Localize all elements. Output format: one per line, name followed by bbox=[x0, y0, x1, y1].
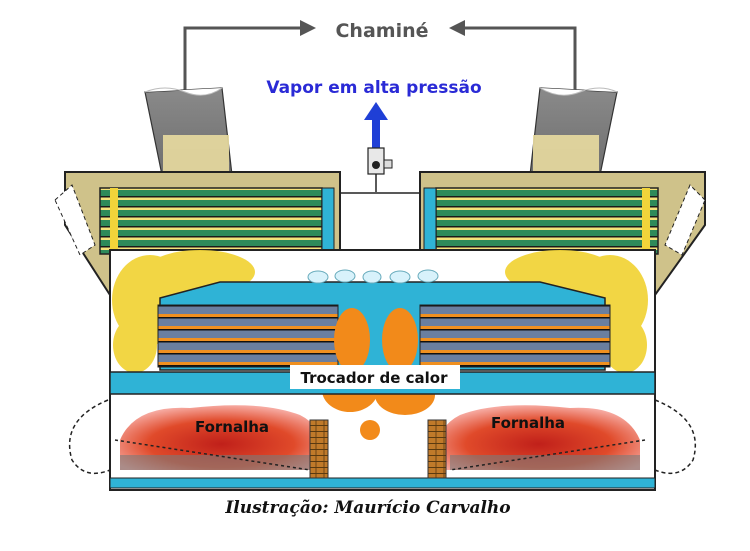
heat-exchanger-label: Trocador de calor bbox=[301, 369, 449, 387]
furnace-door-left bbox=[68, 399, 111, 475]
furnace-right bbox=[437, 405, 646, 471]
chimney-label: Chaminé bbox=[335, 20, 428, 42]
heat-exchanger-left bbox=[157, 304, 339, 368]
furnace-left bbox=[114, 405, 323, 471]
chimney-flow bbox=[183, 20, 577, 92]
up-arrow-icon bbox=[364, 102, 388, 148]
steam-label: Vapor em alta pressão bbox=[266, 78, 481, 98]
furnace-right-label: Fornalha bbox=[491, 414, 565, 432]
arrow-right-icon bbox=[183, 26, 300, 92]
heat-exchanger-right bbox=[419, 304, 611, 368]
illustration-credit: Ilustração: Maurício Carvalho bbox=[224, 498, 510, 518]
chimney-duct-left bbox=[144, 87, 233, 176]
chimney-duct-right bbox=[529, 87, 618, 176]
brick-wall-left bbox=[309, 419, 329, 479]
arrow-left-icon bbox=[465, 26, 577, 92]
furnace-left-label: Fornalha bbox=[195, 418, 269, 436]
water-bubbles bbox=[307, 269, 439, 284]
upper-tube-bank-right bbox=[435, 187, 659, 255]
brick-wall-right bbox=[427, 419, 447, 479]
furnace-door-right bbox=[654, 399, 697, 475]
upper-tube-bank-left bbox=[99, 187, 323, 255]
steam-valve-icon bbox=[367, 147, 393, 192]
